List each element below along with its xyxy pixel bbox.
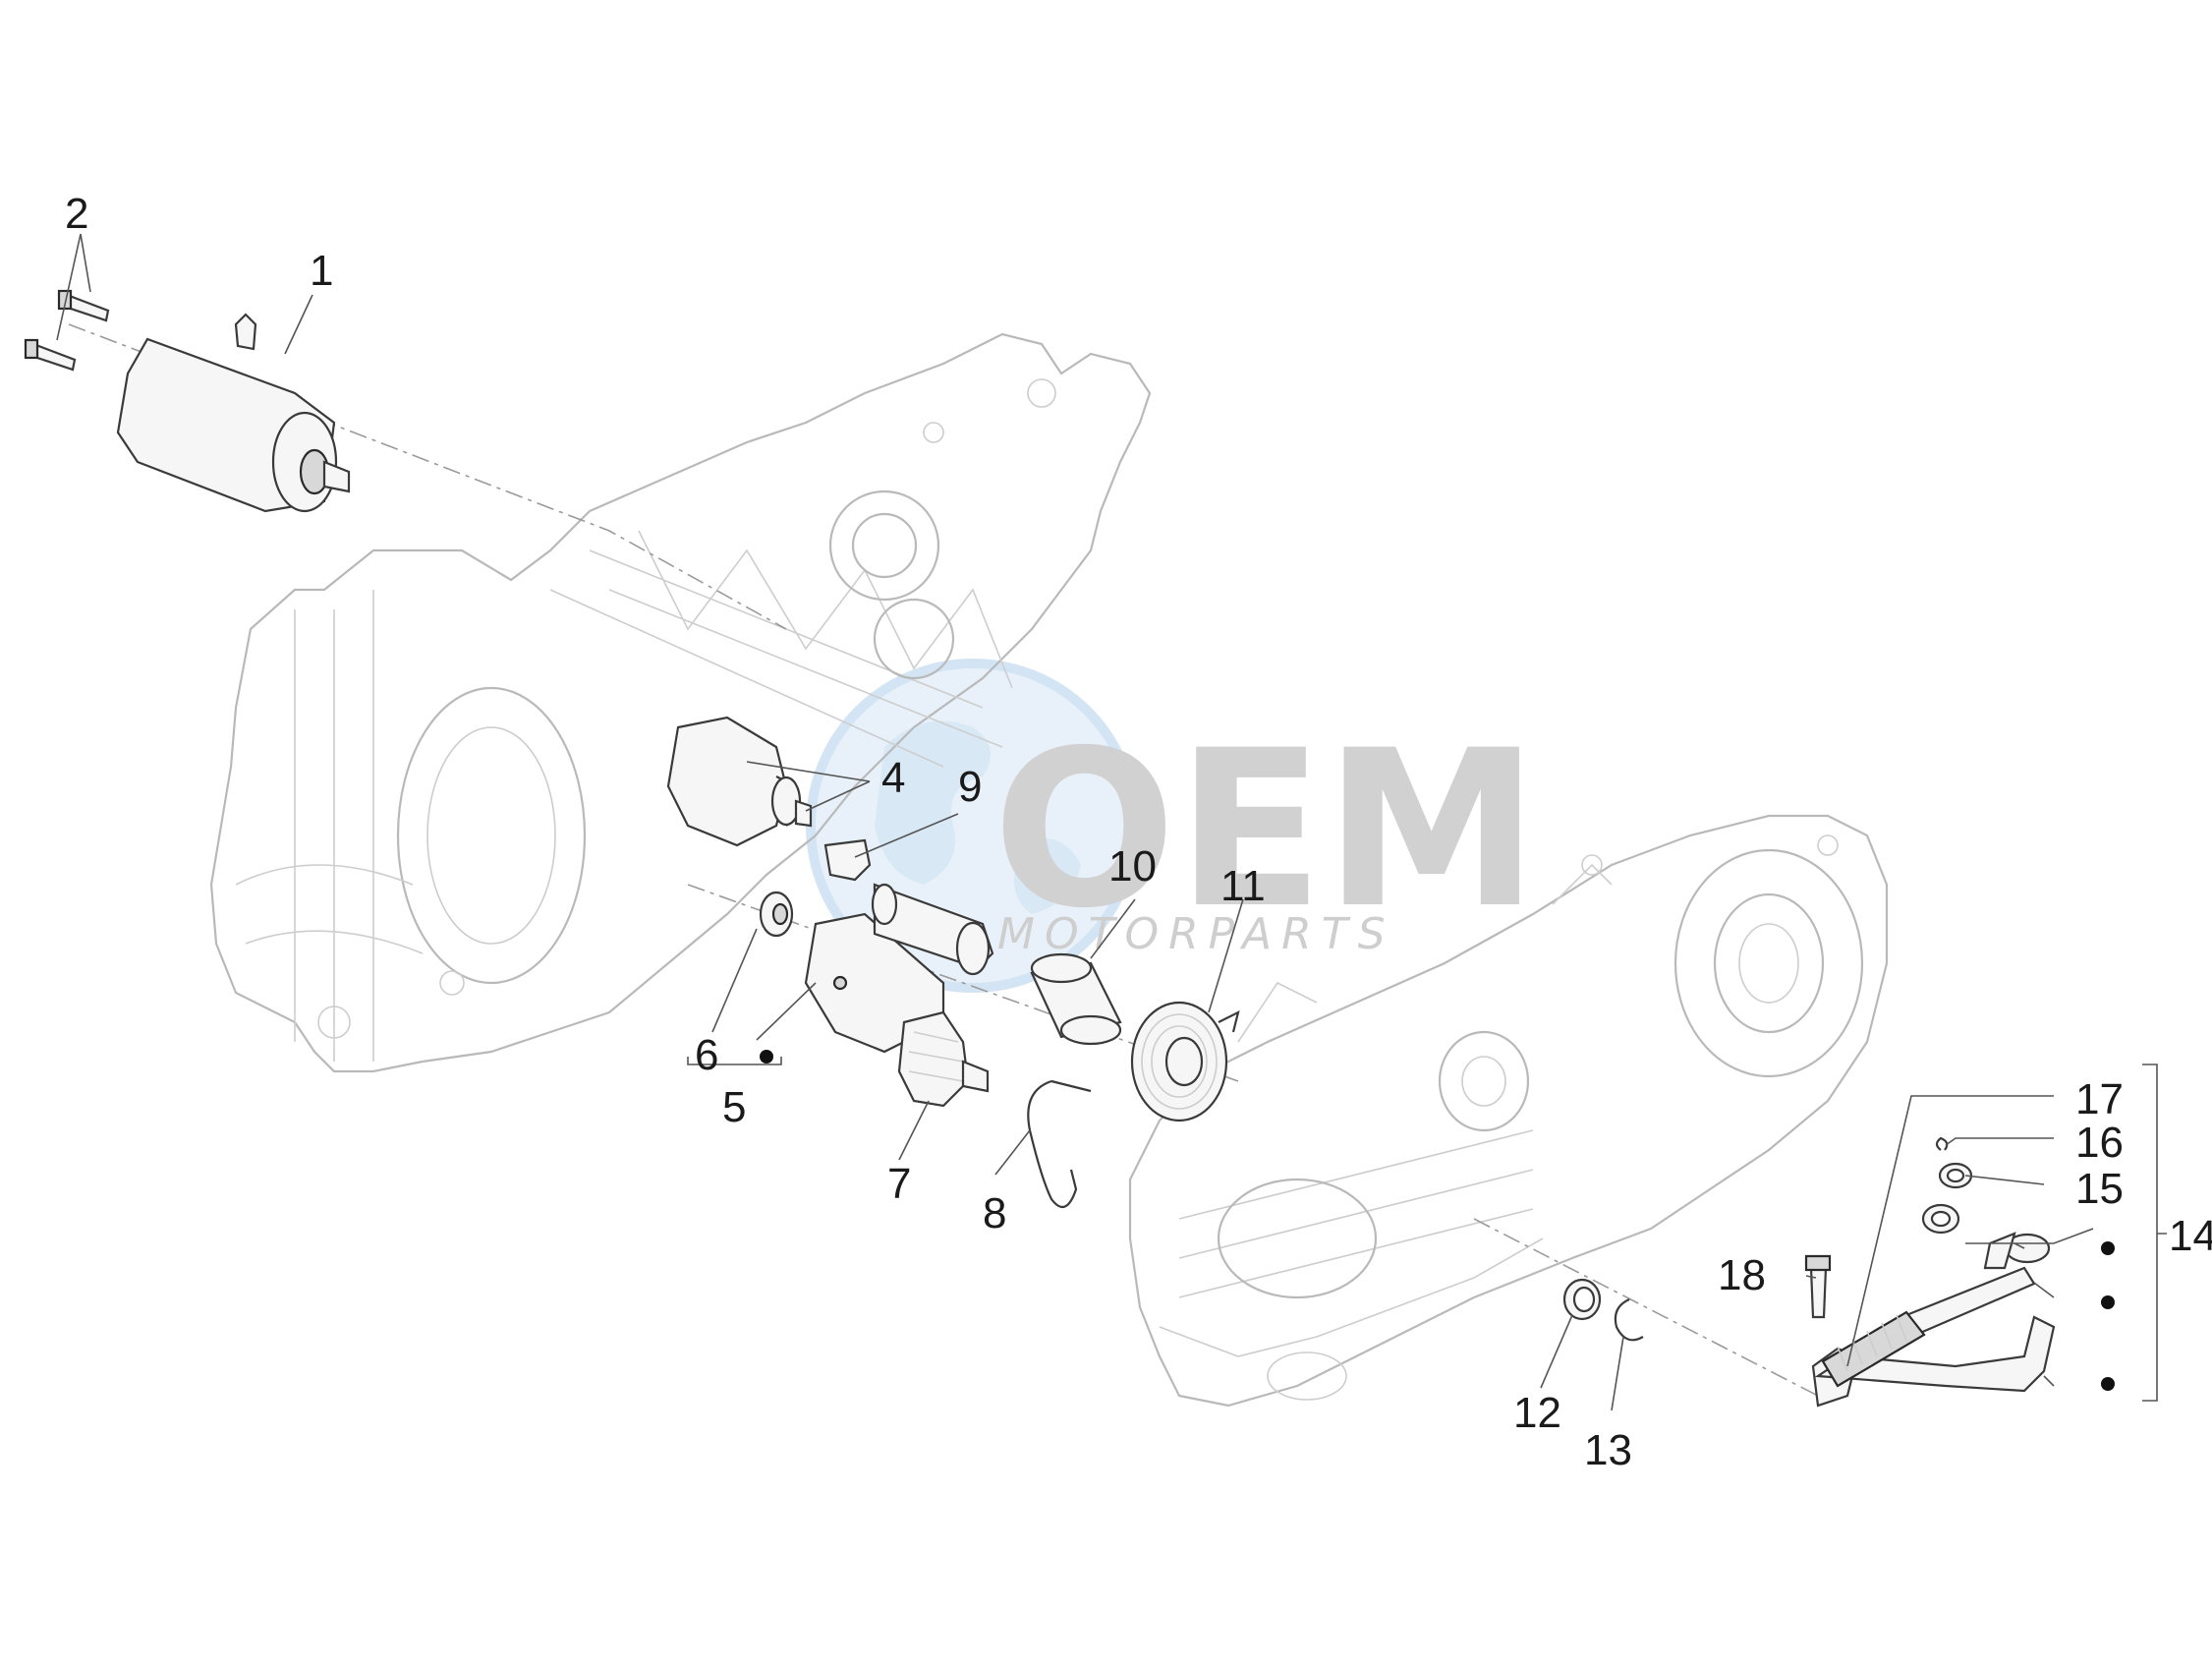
part-lever-bolt: [1804, 1254, 1832, 1319]
part-label-12: 12: [1513, 1389, 1561, 1437]
part-label-17: 17: [2075, 1075, 2124, 1123]
part-bolts: [24, 289, 110, 372]
part-label-11: 11: [1220, 862, 1266, 910]
part-label-16: 16: [2075, 1119, 2124, 1167]
assembly-dot-markers: [760, 1050, 2115, 1391]
watermark-continents-icon: [875, 720, 1081, 914]
part-label-13: 13: [1584, 1426, 1632, 1474]
assembly-axis-lines: [68, 323, 1819, 1397]
dot-marker-14a: [2101, 1241, 2115, 1255]
part-label-6: 6: [695, 1031, 718, 1079]
part-starter-motor: [116, 313, 351, 513]
dot-marker-5: [760, 1050, 773, 1064]
part-label-18: 18: [1718, 1251, 1766, 1299]
part-label-14: 14: [2169, 1212, 2212, 1260]
watermark-sub-text: MOTORPARTS: [997, 909, 1395, 959]
part-label-1: 1: [310, 247, 333, 295]
part-starter-pinion: [666, 716, 813, 847]
part-sleeve: [1030, 952, 1122, 1046]
part-label-4: 4: [881, 754, 905, 802]
part-bracket: [823, 838, 872, 882]
part-label-10: 10: [1108, 842, 1157, 891]
part-coil-spring: [1130, 1001, 1240, 1122]
part-kickstart-shaft: [804, 883, 994, 1054]
part-kickstart-lever: [1811, 1136, 2056, 1408]
transmission-cover-ghost: [1128, 814, 1889, 1408]
dot-marker-14b: [2101, 1295, 2115, 1309]
part-labels: 1 2 4 5 6 7 8 9 10 11 12 13 14 15 16 17 …: [65, 190, 2212, 1474]
part-label-7: 7: [887, 1160, 911, 1208]
part-label-2: 2: [65, 190, 88, 238]
part-label-9: 9: [958, 763, 982, 811]
part-circlips: [1562, 1278, 1644, 1342]
part-label-8: 8: [983, 1189, 1006, 1237]
part-helical-gear: [897, 1010, 990, 1108]
part-label-15: 15: [2075, 1165, 2124, 1213]
leader-lines: [56, 233, 2167, 1411]
watermark-logo-text: OEM: [993, 704, 1539, 955]
dot-marker-14c: [2101, 1377, 2115, 1391]
part-bushing: [759, 891, 794, 938]
part-label-5: 5: [722, 1083, 746, 1131]
part-wire-clip: [1027, 1079, 1092, 1209]
engine-crankcase-ghost: [209, 332, 1152, 1073]
